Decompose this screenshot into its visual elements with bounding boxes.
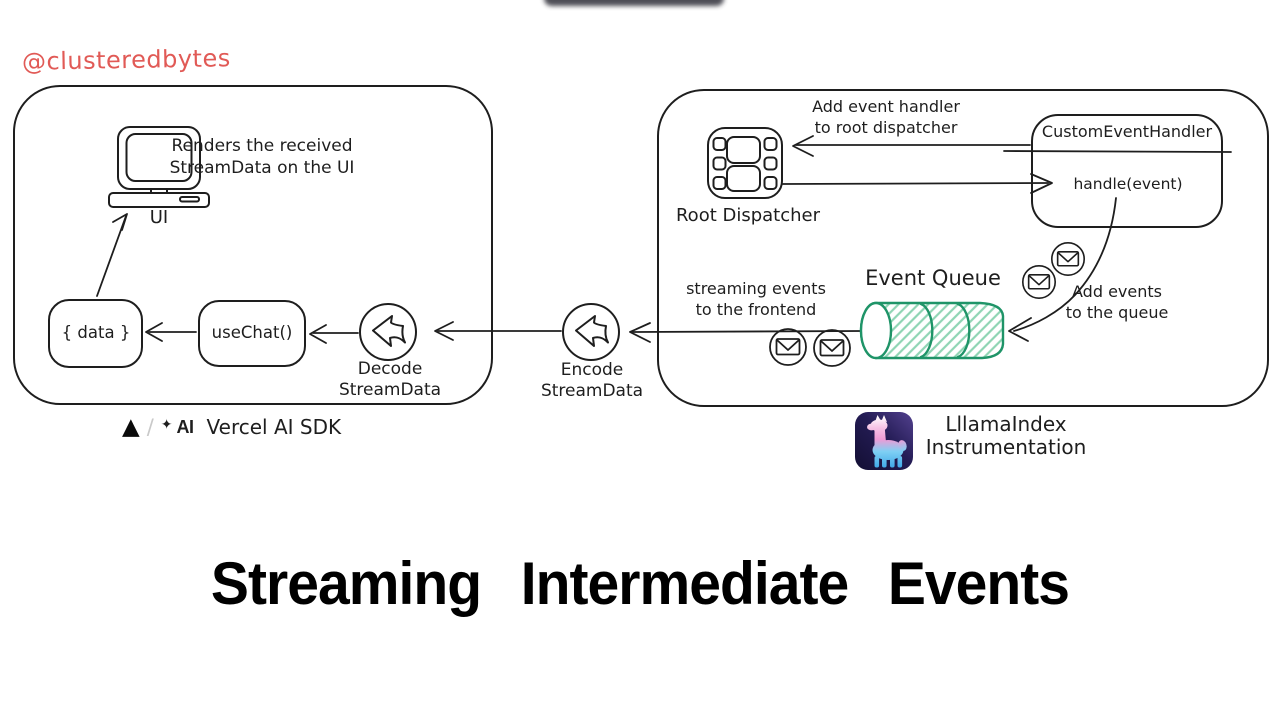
encode-circle-arrow-icon bbox=[562, 303, 620, 361]
envelope-icon bbox=[1021, 264, 1057, 300]
custom-event-handler-box bbox=[1003, 114, 1232, 228]
divider-slash-icon: / bbox=[146, 415, 154, 439]
handler-method: handle(event) bbox=[1073, 175, 1183, 193]
vercel-caption: ▲ / ✦ AI Vercel AI SDK bbox=[122, 415, 341, 439]
ui-label: UI bbox=[149, 207, 169, 228]
arrow-decode-to-usechat bbox=[309, 324, 359, 344]
vercel-triangle-icon: ▲ bbox=[122, 413, 140, 440]
data-node-box bbox=[48, 299, 143, 368]
llamaindex-caption: LllamaIndex Instrumentation bbox=[925, 412, 1087, 459]
queue-cylinder bbox=[859, 301, 1005, 360]
decode-label: Decode StreamData bbox=[338, 359, 442, 400]
arrow-encode-to-decode bbox=[434, 321, 562, 341]
usechat-node-label: useChat() bbox=[211, 323, 293, 342]
ai-sdk-sparkle-icon: ✦ bbox=[160, 417, 173, 433]
streaming-note: streaming events to the frontend bbox=[686, 279, 826, 319]
film-grid-icon bbox=[707, 127, 783, 199]
llama-icon bbox=[867, 415, 907, 468]
arrow-dispatcher-to-handle bbox=[782, 173, 1053, 194]
handler-title: CustomEventHandler bbox=[1041, 122, 1213, 141]
data-node-label: { data } bbox=[61, 323, 131, 342]
arrow-handler-to-dispatcher bbox=[792, 135, 1031, 157]
envelope-icon bbox=[769, 328, 807, 366]
arrow-handle-to-queue bbox=[1008, 197, 1117, 342]
envelope-icon bbox=[1050, 241, 1086, 277]
llamaindex-logo bbox=[855, 412, 913, 470]
add-handler-note: Add event handler to root dispatcher bbox=[812, 97, 960, 137]
arrow-usechat-to-data bbox=[145, 322, 197, 342]
decode-circle-arrow-icon bbox=[359, 303, 417, 361]
computer-icon bbox=[108, 126, 210, 208]
root-dispatcher-label: Root Dispatcher bbox=[675, 205, 821, 226]
encode-label: Encode StreamData bbox=[540, 360, 644, 401]
renders-note: Renders the received StreamData on the U… bbox=[169, 136, 355, 178]
llamaindex-panel-box bbox=[657, 89, 1269, 407]
usechat-node-box bbox=[198, 300, 306, 367]
arrow-data-to-ui bbox=[96, 213, 128, 297]
envelope-icon bbox=[813, 329, 851, 367]
event-queue-label: Event Queue bbox=[865, 266, 1001, 290]
vercel-panel-box bbox=[13, 85, 493, 405]
vercel-caption-text: Vercel AI SDK bbox=[206, 415, 342, 439]
ai-sdk-wordmark: AI bbox=[176, 416, 195, 437]
top-scrubber-bar bbox=[544, 0, 724, 6]
add-events-note: Add events to the queue bbox=[1065, 282, 1169, 322]
page-title: Streaming Intermediate Events bbox=[210, 550, 1070, 617]
